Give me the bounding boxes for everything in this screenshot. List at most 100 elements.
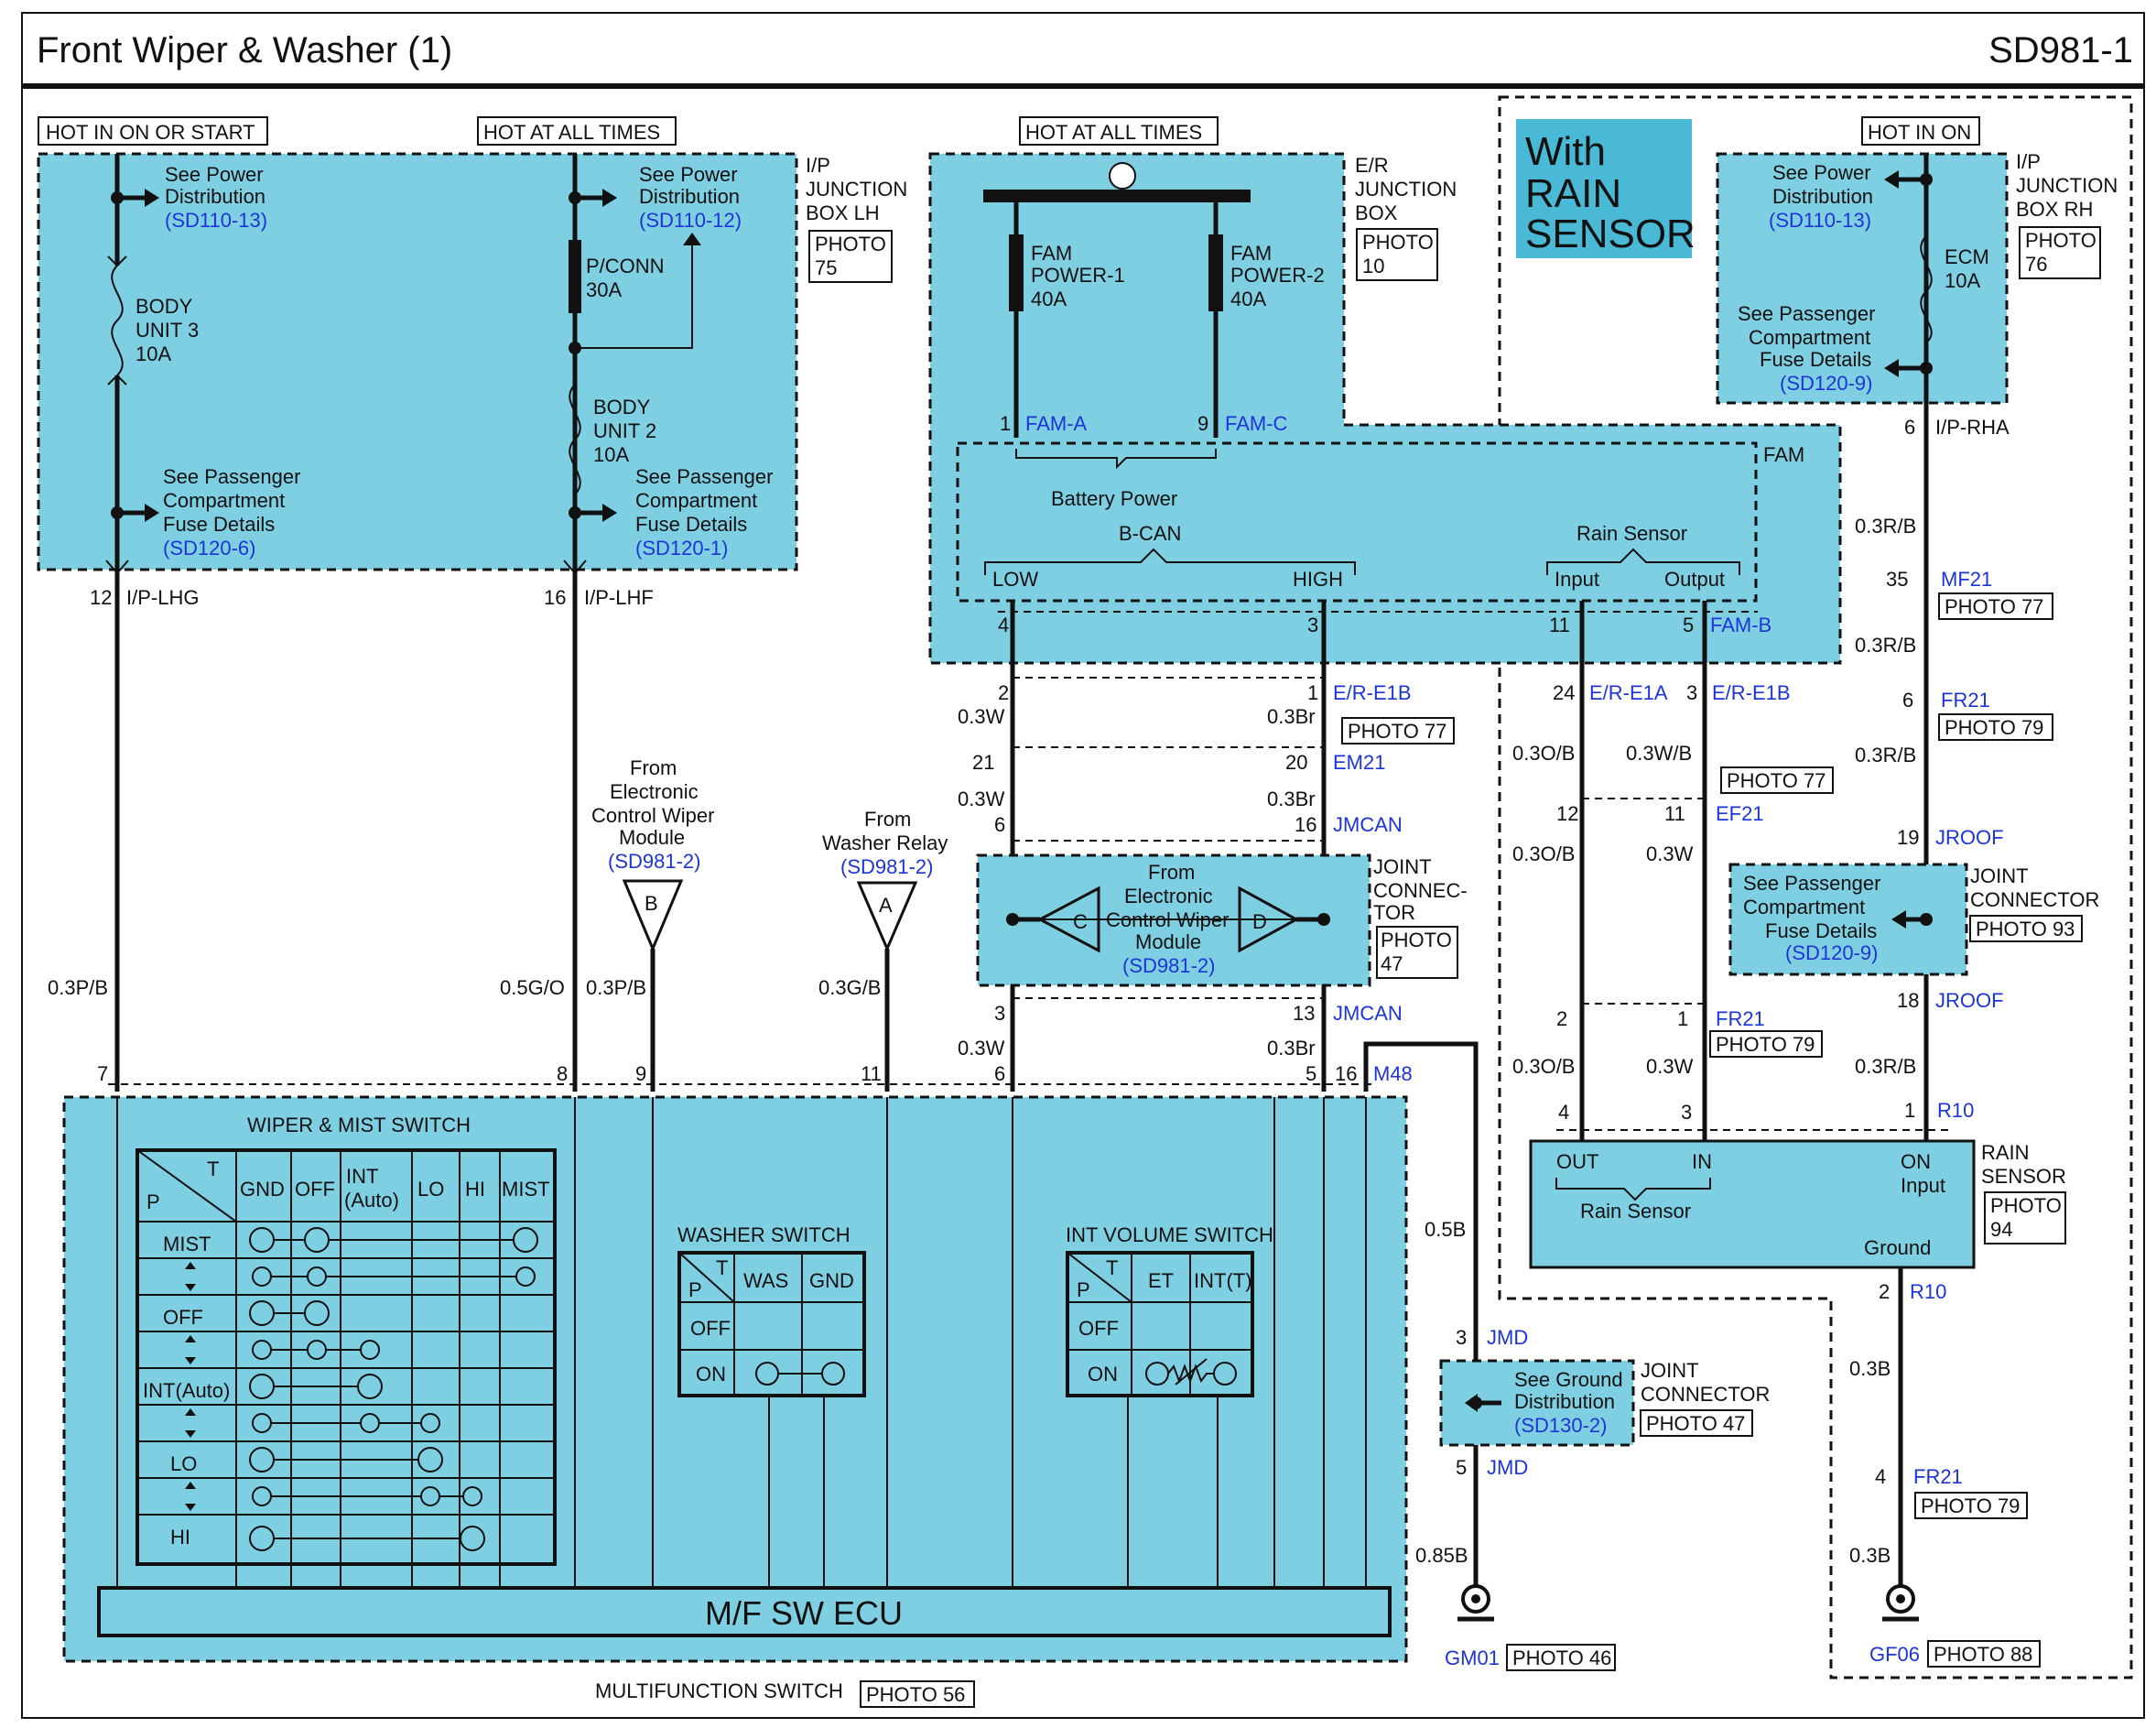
jc-can-label-l1: JOINT <box>1373 855 1432 878</box>
wire-label: 0.3B <box>1849 1544 1891 1567</box>
int-p: P <box>1077 1278 1090 1301</box>
photo-47-l2: 47 <box>1381 952 1403 975</box>
washer-row-off: OFF <box>690 1317 731 1340</box>
pin-5: 5 <box>1306 1062 1316 1085</box>
rain-tag-line2: RAIN <box>1525 171 1621 216</box>
int-volume-title: INT VOLUME SWITCH <box>1066 1223 1273 1246</box>
see-power-1-text: See Power <box>165 163 264 186</box>
hot-label-rh-on: HOT IN ON <box>1861 116 1980 146</box>
photo-47: PHOTO 47 <box>1646 1412 1745 1435</box>
wire-label: 0.3W <box>958 705 1005 728</box>
connector-c-icon <box>1036 886 1100 953</box>
connector-b-label: B <box>645 892 658 915</box>
svg-text:HOT IN ON: HOT IN ON <box>1868 121 1971 144</box>
arrow-right-icon <box>145 504 159 522</box>
jc-rh-ref-link[interactable]: (SD120-9) <box>1785 941 1878 964</box>
double-arrow-icons <box>185 1262 196 1511</box>
pin-12: 12 <box>1556 802 1578 825</box>
from-b-l4: Module <box>619 826 685 849</box>
conn-mf21: MF21 <box>1941 568 1992 591</box>
rh-see-power-ref-link[interactable]: (SD110-13) <box>1769 209 1871 232</box>
jc-gnd-label-l1: JOINT <box>1641 1359 1699 1382</box>
wire-label: 0.3W <box>958 1037 1005 1060</box>
wire-label: 0.3Br <box>1267 1037 1316 1060</box>
rain-sensor-tag <box>1516 119 1692 258</box>
conn-jmcan-2: JMCAN <box>1333 1002 1403 1025</box>
pin-4: 4 <box>998 614 1009 636</box>
conn-ip-lhf: I/P-LHF <box>584 586 654 609</box>
pin-6: 6 <box>994 1062 1005 1085</box>
wire-label: 0.3P/B <box>586 976 646 999</box>
row-int-auto: INT(Auto) <box>143 1379 230 1402</box>
conn-ip-rha: I/P-RHA <box>1935 416 2010 439</box>
fam1-l1: FAM <box>1031 242 1072 265</box>
jc-gnd-see-l1: See Ground <box>1514 1368 1623 1391</box>
see-power-1-ref-link[interactable]: (SD110-13) <box>165 209 267 232</box>
see-pass-2-ref-link[interactable]: (SD120-1) <box>635 537 728 560</box>
rain-tag-line1: With <box>1525 129 1606 174</box>
rs-label-l2: SENSOR <box>1981 1165 2066 1188</box>
conn-jmd: JMD <box>1487 1326 1528 1349</box>
see-pass-1-ref-link[interactable]: (SD120-6) <box>163 537 255 560</box>
arrow-left-icon <box>1884 170 1899 189</box>
svg-text:PHOTO: PHOTO <box>815 233 886 255</box>
wire-ground-m48 <box>1363 1041 1479 1604</box>
rs-ground: Ground <box>1864 1236 1931 1259</box>
rh-see-pass-l1: See Passenger <box>1738 302 1875 325</box>
photo-79: PHOTO 79 <box>1921 1494 2020 1517</box>
pin-3: 3 <box>1307 614 1318 636</box>
see-power-2-ref-link[interactable]: (SD110-12) <box>639 209 742 232</box>
fam-input: Input <box>1555 568 1599 591</box>
rain-tag-line3: SENSOR <box>1525 212 1696 256</box>
see-power-2-l1: See Power <box>639 163 738 186</box>
fam2-l2: POWER-2 <box>1230 264 1325 287</box>
row-off: OFF <box>163 1306 203 1329</box>
fam-module <box>956 441 1758 603</box>
ip-junction-box-lh <box>37 152 798 571</box>
svg-text:76: 76 <box>2025 253 2047 276</box>
from-ecwm-ref-link[interactable]: (SD981-2) <box>1122 954 1215 977</box>
from-b-ref-link[interactable]: (SD981-2) <box>608 850 700 873</box>
fam-high: HIGH <box>1293 568 1343 591</box>
jc-gnd-see-l2: Distribution <box>1514 1390 1615 1413</box>
pin-21: 21 <box>972 751 994 774</box>
svg-text:BOX LH: BOX LH <box>806 201 880 224</box>
pin-2: 2 <box>998 681 1009 704</box>
pin-5: 5 <box>1456 1456 1467 1479</box>
rh-see-pass-ref-link[interactable]: (SD120-9) <box>1780 372 1872 395</box>
jc-rh-see-l3: Fuse Details <box>1765 919 1877 942</box>
photo-77: PHOTO 77 <box>1945 595 2043 618</box>
washer-switch-table <box>677 1251 866 1397</box>
fuse-ecm-l2: 10A <box>1945 269 1980 292</box>
connector-d-label: D <box>1252 910 1267 933</box>
svg-text:JUNCTION: JUNCTION <box>2016 174 2118 197</box>
wire-label: 0.5B <box>1425 1218 1466 1241</box>
pin-1: 1 <box>1904 1099 1915 1122</box>
rh-see-pass-l2: Compartment <box>1749 326 1870 349</box>
washer-switch-title: WASHER SWITCH <box>677 1223 850 1246</box>
conn-er-e1b: E/R-E1B <box>1333 681 1412 704</box>
connector-c-label: C <box>1073 910 1088 933</box>
row-lo: LO <box>170 1452 197 1475</box>
pin-9: 9 <box>635 1062 646 1085</box>
pin-1: 1 <box>1307 681 1318 704</box>
wiper-mist-switch-table <box>135 1148 557 1566</box>
pin-2: 2 <box>1879 1280 1890 1303</box>
pin-9: 9 <box>1197 412 1208 435</box>
col-off: OFF <box>295 1178 335 1201</box>
fuse-pconn-l1: P/CONN <box>586 255 665 277</box>
from-a-ref-link[interactable]: (SD981-2) <box>840 855 933 878</box>
jc-gnd-ref-link[interactable]: (SD130-2) <box>1514 1414 1607 1437</box>
conn-fr21: FR21 <box>1913 1465 1963 1488</box>
conn-jmd-2: JMD <box>1487 1456 1528 1479</box>
wire-label: 0.3R/B <box>1855 515 1916 538</box>
conn-r10: R10 <box>1937 1099 1974 1122</box>
svg-text:HOT AT ALL TIMES: HOT AT ALL TIMES <box>483 121 660 144</box>
rh-see-power-l2: Distribution <box>1772 185 1873 208</box>
pin-6: 6 <box>1904 416 1915 439</box>
conn-jmcan: JMCAN <box>1333 813 1403 836</box>
wire-label: 0.3Br <box>1267 788 1316 810</box>
arrow-left-icon <box>1891 910 1906 929</box>
pin-20: 20 <box>1285 751 1307 774</box>
